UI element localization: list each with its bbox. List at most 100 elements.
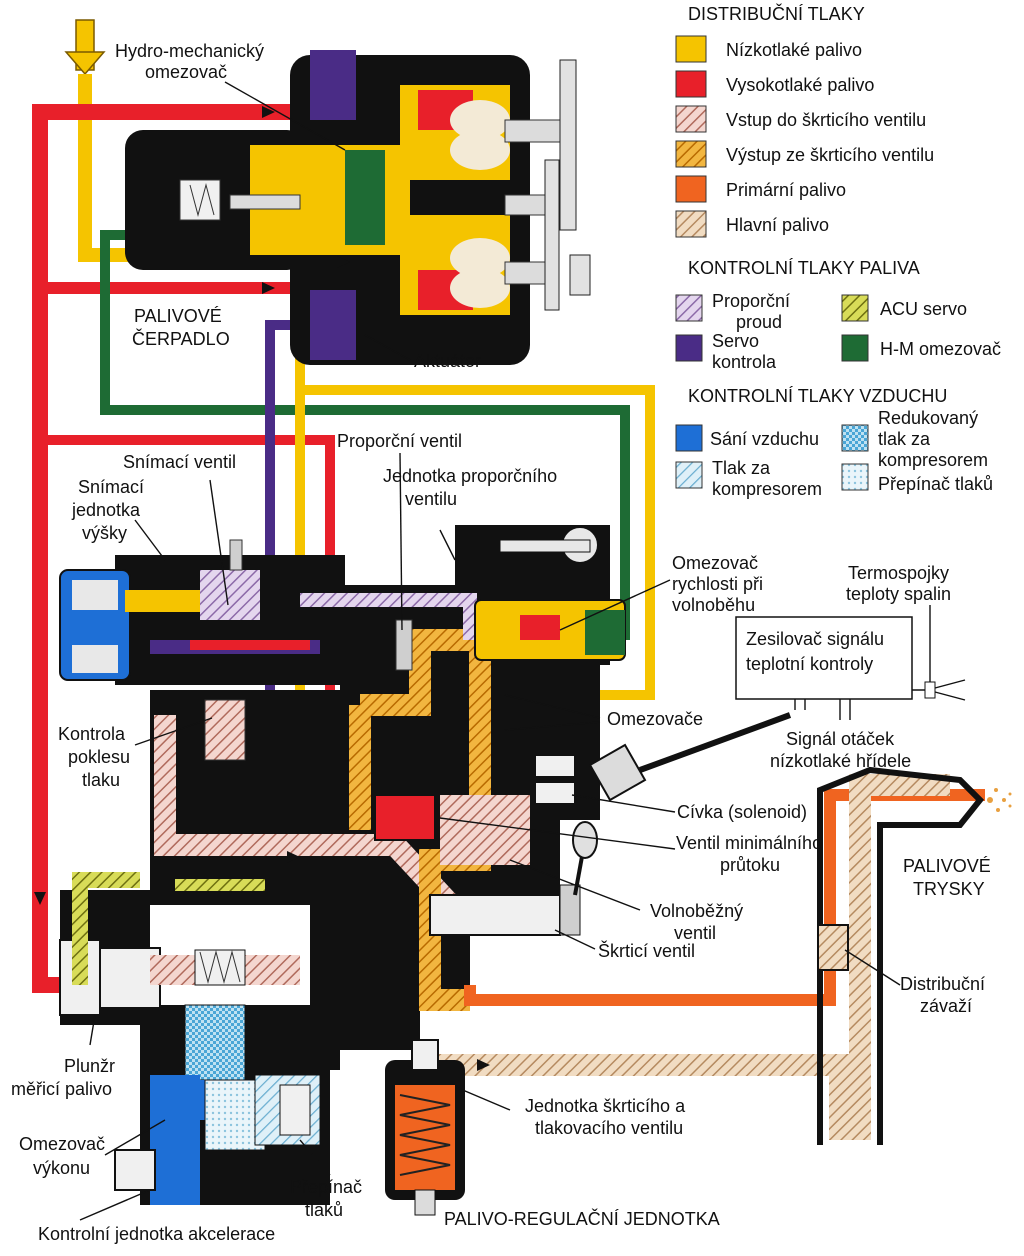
swatch-low-pressure (675, 35, 707, 63)
label-throttle-valve: Škrticí ventil (598, 940, 695, 961)
label-prop-valve-unit-2: ventilu (405, 489, 457, 509)
metering-plunger (59, 939, 300, 1016)
legend-reduced-line1: Redukovaný (878, 408, 978, 428)
proportional-valve-element (395, 619, 413, 671)
label-min-flow-1: Ventil minimálního (676, 833, 822, 853)
acu-servo-line (72, 872, 140, 985)
legend-distribution-list: Nízkotlaké palivo Vysokotlaké palivo Vst… (675, 35, 934, 238)
swatch-acu-servo (841, 294, 869, 322)
swatch-main-fuel (675, 210, 707, 238)
acceleration-control-unit (114, 1004, 321, 1205)
label-altitude-unit-1: Snímací (78, 477, 144, 497)
thermocouple-wire-2 (934, 691, 966, 701)
legend-servo-line2: kontrola (712, 352, 777, 372)
legend-main-fuel: Hlavní palivo (726, 215, 829, 235)
label-power-limiter-1: Omezovač (19, 1134, 105, 1154)
swatch-reduced-pressure (841, 424, 869, 452)
label-lp-shaft-1: Signál otáček (786, 729, 895, 749)
label-dist-weight-2: závaží (920, 996, 972, 1016)
label-altitude-unit-3: výšky (82, 523, 127, 543)
label-accel-unit: Kontrolní jednotka akcelerace (38, 1224, 275, 1244)
label-actuator: Aktuátor (414, 351, 481, 371)
label-idle-limiter-3: volnoběhu (672, 595, 755, 615)
swatch-hm-limiter (841, 334, 869, 362)
swatch-compressor-pressure (675, 461, 703, 489)
label-throttle-press-unit-1: Jednotka škrticího a (525, 1096, 686, 1116)
swatch-primary-fuel (675, 175, 707, 203)
idle-speed-limiter (474, 526, 626, 661)
label-proportional-valve: Proporční ventil (337, 431, 462, 451)
legend-proportional-line1: Proporční (712, 291, 790, 311)
legend-reduced-line2: tlak za (878, 429, 931, 449)
label-idle-limiter-2: rychlosti při (672, 574, 763, 594)
swatch-pressure-switch (841, 463, 869, 491)
amplifier-box (735, 616, 913, 700)
label-limiters: Omezovače (607, 709, 703, 729)
flow-arrows (34, 106, 490, 1071)
label-hm-limiter-1: Hydro-mechanický (115, 41, 264, 61)
low-pressure-line-right (300, 385, 655, 700)
label-prop-valve-unit-1: Jednotka proporčního (383, 466, 557, 486)
legend-fuel-control-list: Proporční proud ACU servo Servo kontrola… (675, 291, 1001, 372)
label-pressure-drop-3: tlaku (82, 770, 120, 790)
legend-primary-fuel: Primární palivo (726, 180, 846, 200)
swatch-servo-control (675, 334, 703, 362)
legend-proportional-line2: proud (736, 312, 782, 332)
solenoid-coil-upper (534, 754, 576, 778)
throttle-outlet-passage (349, 629, 491, 1011)
label-idle-limiter-1: Omezovač (672, 553, 758, 573)
altitude-sensing-unit (59, 539, 345, 685)
legend-air-intake: Sání vzduchu (710, 429, 819, 449)
fuel-pump (125, 50, 591, 365)
legend-reduced-line3: kompresorem (878, 450, 988, 470)
legend-high-pressure: Vysokotlaké palivo (726, 75, 874, 95)
label-dist-weight-1: Distribuční (900, 974, 985, 994)
swatch-high-pressure (675, 70, 707, 98)
label-power-limiter-2: výkonu (33, 1158, 90, 1178)
label-plunger-1: Plunžr (64, 1056, 115, 1076)
legend-acu-servo: ACU servo (880, 299, 967, 319)
legend-distribution-title: DISTRIBUČNÍ TLAKY (688, 3, 865, 24)
swatch-throttle-outlet (675, 140, 707, 168)
idle-valve-body (440, 795, 530, 865)
label-fuel-pump-1: PALIVOVÉ (134, 306, 222, 326)
label-pressure-drop-1: Kontrola (58, 724, 126, 744)
lp-shaft-sensor (588, 712, 792, 802)
label-plunger-2: měřicí palivo (11, 1079, 112, 1099)
solenoid-coil-lower (534, 781, 576, 805)
label-altitude-unit-2: jednotka (71, 500, 141, 520)
label-lp-shaft-2: nízkotlaké hřídele (770, 751, 911, 771)
legend-low-pressure: Nízkotlaké palivo (726, 40, 862, 60)
label-solenoid: Cívka (solenoid) (677, 802, 807, 822)
legend-servo-line1: Servo (712, 331, 759, 351)
pressurizing-valve-unit (385, 1039, 465, 1216)
label-idle-valve-2: ventil (674, 923, 716, 943)
pressure-drop-valve (204, 699, 246, 761)
leader-lines (79, 81, 931, 1221)
proportional-passage (300, 593, 477, 640)
label-pressure-drop-2: poklesu (68, 747, 130, 767)
main-fuel-line (430, 774, 950, 1140)
thermocouple-connector (924, 681, 936, 699)
label-fuel-pump-2: ČERPADLO (132, 328, 230, 349)
legend-throttle-inlet: Vstup do škrticího ventilu (726, 110, 926, 130)
label-amplifier-1: Zesilovač signálu (746, 629, 884, 649)
fuel-inlet-arrow (64, 19, 106, 76)
legend-air-control-title: KONTROLNÍ TLAKY VZDUCHU (688, 386, 947, 406)
swatch-proportional-flow (675, 294, 703, 322)
legend-throttle-outlet: Výstup ze škrticího ventilu (726, 145, 934, 165)
component-labels: Hydro-mechanický omezovač PALIVOVÉ ČERPA… (11, 41, 991, 1244)
legend: DISTRIBUČNÍ TLAKY Nízkotlaké palivo Vyso… (675, 3, 1001, 499)
nozzle-outline (817, 766, 985, 1145)
minimum-flow-valve (374, 794, 436, 841)
label-hm-limiter-2: omezovač (145, 62, 227, 82)
legend-pressure-switch: Přepínač tlaků (878, 474, 993, 494)
diagram-artwork (32, 19, 1012, 1216)
label-thermocouples-1: Termospojky (848, 563, 949, 583)
label-fuel-nozzles-2: TRYSKY (913, 879, 985, 899)
label-idle-valve-1: Volnoběžný (650, 901, 743, 921)
legend-compressor-line2: kompresorem (712, 479, 822, 499)
throttle-valve (429, 821, 598, 936)
legend-air-control-list: Sání vzduchu Redukovaný tlak za kompreso… (675, 408, 993, 499)
label-sensing-valve: Snímací ventil (123, 452, 236, 472)
